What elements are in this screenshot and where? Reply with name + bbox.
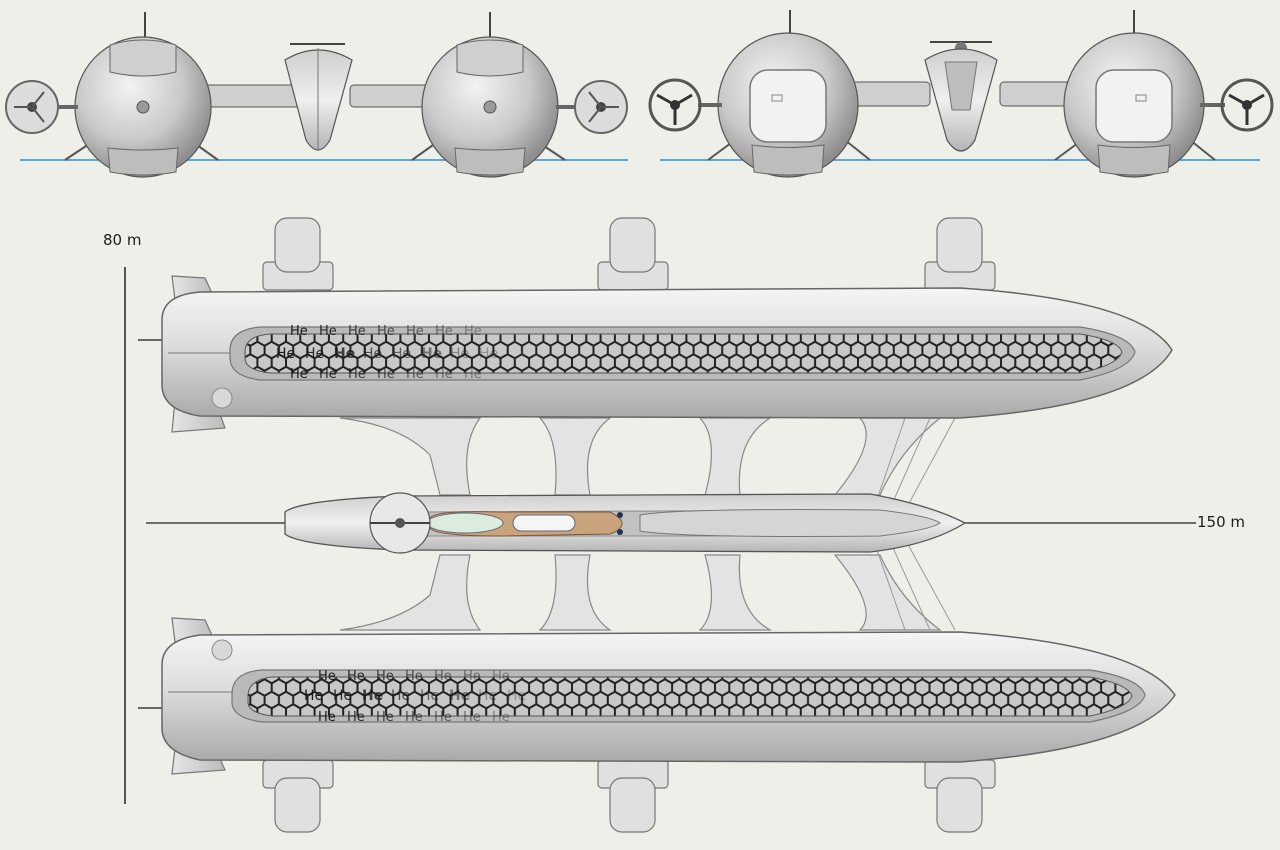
helium-label: He xyxy=(450,346,469,362)
height-dimension-label: 80 m xyxy=(103,231,142,249)
helium-label: He xyxy=(363,346,382,362)
helium-label: He xyxy=(464,367,482,382)
front-view xyxy=(5,12,628,178)
helium-label: He xyxy=(276,346,295,362)
helium-label: He xyxy=(492,669,510,684)
helium-label: He xyxy=(478,688,497,704)
gas-sphere-left xyxy=(74,12,212,178)
helium-label: He xyxy=(434,710,452,725)
helium-label: He xyxy=(377,324,395,339)
lower-hull xyxy=(138,631,1176,763)
helium-label: He xyxy=(479,346,498,362)
helium-label: He xyxy=(463,710,481,725)
helium-label: He xyxy=(405,710,423,725)
rear-view xyxy=(648,10,1274,178)
helium-label: He xyxy=(421,346,442,362)
hull-pods-bottom xyxy=(262,759,996,833)
helium-label: He xyxy=(406,324,424,339)
helium-label: He xyxy=(392,346,411,362)
helium-label: He xyxy=(376,669,394,684)
helium-label: He xyxy=(376,710,394,725)
helium-label: He xyxy=(464,324,482,339)
support-frame xyxy=(339,417,942,631)
helium-label: He xyxy=(290,324,308,339)
length-dimension-label: 150 m xyxy=(1197,513,1246,531)
helium-label: He xyxy=(348,367,366,382)
propeller-left xyxy=(648,78,722,132)
helium-label: He xyxy=(347,710,365,725)
helium-label: He xyxy=(318,669,336,684)
helium-label: He xyxy=(435,367,453,382)
helium-label: He xyxy=(290,367,308,382)
helium-label: He xyxy=(333,688,352,704)
helium-label: He xyxy=(463,669,481,684)
propeller-right xyxy=(556,80,628,134)
helium-label: He xyxy=(420,688,439,704)
helium-label: He xyxy=(435,324,453,339)
gas-sphere-right xyxy=(421,12,559,178)
helium-label: He xyxy=(347,669,365,684)
helium-label: He xyxy=(348,324,366,339)
hull-pods-top xyxy=(262,217,996,291)
helium-label: He xyxy=(318,710,336,725)
connector-beam xyxy=(999,81,1073,107)
helium-label: He xyxy=(507,688,526,704)
helium-label: He xyxy=(319,324,337,339)
gondola-rear xyxy=(924,41,998,152)
gondola-front xyxy=(284,43,353,151)
upper-hull xyxy=(138,287,1173,419)
helium-label: He xyxy=(391,688,410,704)
helium-label: He xyxy=(362,688,383,704)
connector-beam xyxy=(349,84,433,108)
propeller-left xyxy=(5,80,78,134)
propeller-right xyxy=(1200,78,1274,132)
connector-beam xyxy=(849,81,931,107)
helium-label: He xyxy=(492,710,510,725)
helium-label: He xyxy=(405,669,423,684)
gas-sphere-right xyxy=(1063,10,1205,178)
central-gondola xyxy=(284,492,967,554)
helium-label: He xyxy=(334,346,355,362)
helium-label: He xyxy=(434,669,452,684)
helium-label: He xyxy=(377,367,395,382)
helium-label: He xyxy=(319,367,337,382)
gas-sphere-left xyxy=(717,10,859,178)
helium-label: He xyxy=(406,367,424,382)
helium-label: He xyxy=(305,346,324,362)
cockpit-window xyxy=(426,512,504,534)
helium-label: He xyxy=(304,688,323,704)
connector-beam xyxy=(199,84,301,108)
helium-label: He xyxy=(449,688,470,704)
